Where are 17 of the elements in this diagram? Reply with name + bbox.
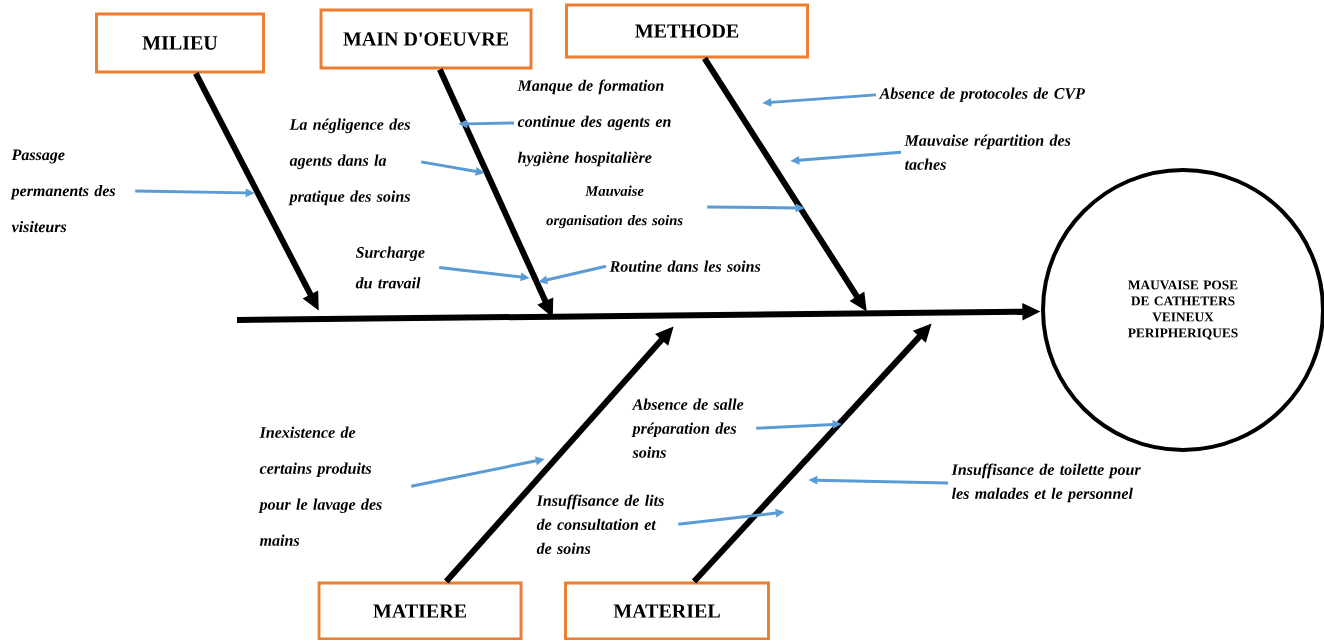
category-box: MATIERE <box>317 581 523 640</box>
cause-text: La négligence des agents dans la pratique des soins <box>288 118 410 206</box>
cause-text: Mauvaise organisation des soins <box>546 185 683 229</box>
cause-text: Mauvaise répartition des taches <box>904 134 1071 170</box>
category-box: METHODE <box>565 3 809 59</box>
cause-text: Passage permanents des visiteurs <box>10 149 116 233</box>
cause-text: Manque de formation continue des agents en hygiène hospitalière <box>517 79 671 167</box>
cause-text: Insuffisance de toilette pour les malades et le personnel <box>951 463 1141 503</box>
cause-text: Inexistence de certains produits pour le lavage des mains <box>258 426 382 546</box>
category-box: MILIEU <box>95 12 265 74</box>
cause-text: Surcharge du travail <box>355 246 425 289</box>
cause-text: Routine dans les soins <box>609 260 761 272</box>
category-box: MAIN D'OEUVRE <box>319 8 533 70</box>
cause-text: Insuffisance de lits de consultation et de soins <box>536 494 664 554</box>
cause-text: Absence de salle préparation des soins <box>631 398 744 458</box>
cause-text: Absence de protocoles de CVP <box>878 87 1085 103</box>
category-box: MATERIEL <box>564 581 770 640</box>
